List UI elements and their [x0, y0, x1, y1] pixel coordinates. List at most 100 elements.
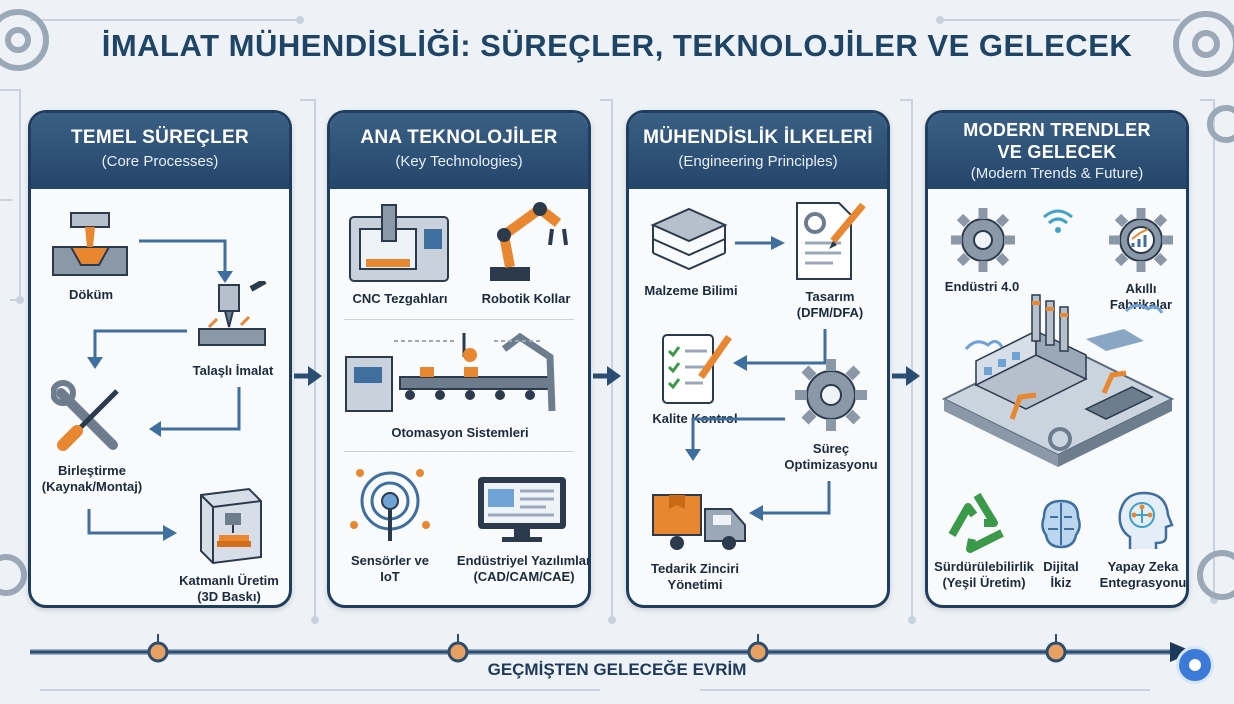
divider [344, 451, 574, 452]
machining-label: Talaşlı İmalat [192, 363, 274, 378]
casting-label: Döküm [68, 287, 114, 302]
panel-subtitle: (Core Processes) [101, 153, 219, 170]
floating-action-button[interactable] [1176, 646, 1214, 684]
digital-twin-brain-icon [1041, 499, 1081, 549]
process-gear-icon [795, 359, 867, 431]
timeline-label: GEÇMİŞTEN GELECEĞE EVRİM [487, 660, 747, 679]
recycle-icon [948, 492, 1004, 553]
design-label: Tasarım (DFM/DFA) [771, 289, 887, 321]
joining-label-line1: Birleştirme [58, 463, 126, 478]
timeline-node [147, 641, 169, 663]
software-label-line1: Endüstriyel Yazılımlar [456, 553, 591, 568]
design-label-line1: Tasarım [805, 289, 855, 304]
panel-header: ANA TEKNOLOJİLER (Key Technologies) [330, 113, 588, 189]
monitor-software-icon [478, 477, 566, 542]
panel-header: MÜHENDİSLİK İLKELERİ (Engineering Princi… [629, 113, 887, 189]
ai-label-line2: Entegrasyonu [1099, 575, 1187, 590]
software-label: Endüstriyel Yazılımlar (CAD/CAM/CAE) [454, 553, 591, 585]
panel-arrow [593, 366, 621, 386]
ai-label: Yapay Zeka Entegrasyonu [1096, 559, 1187, 591]
materials-label: Malzeme Bilimi [644, 283, 738, 298]
panel-title: ANA TEKNOLOJİLER [360, 127, 558, 148]
process-label-line2: Optimizasyonu [784, 457, 878, 472]
panel-subtitle: (Key Technologies) [395, 153, 523, 170]
panel-title: TEMEL SÜREÇLER [70, 127, 250, 148]
panel-title-line1: MODERN TRENDLER [963, 120, 1151, 140]
panel-subtitle: (Modern Trends & Future) [970, 165, 1144, 182]
sustainability-label-line1: Sürdürülebilirlik [934, 559, 1034, 574]
machining-icon [198, 281, 267, 346]
flow-arrow [749, 481, 831, 521]
flow-arrow [87, 329, 187, 369]
automation-label: Otomasyon Sistemleri [391, 425, 529, 440]
panel-key-technologies: ANA TEKNOLOJİLER (Key Technologies) CNC … [327, 110, 591, 608]
panel-modern-trends: MODERN TRENDLER VE GELECEK (Modern Trend… [925, 110, 1189, 608]
joining-label: Birleştirme (Kaynak/Montaj) [37, 463, 147, 495]
additive-label-line1: Katmanlı Üretim [179, 573, 279, 588]
ai-label-line1: Yapay Zeka [1107, 559, 1179, 574]
divider [344, 319, 574, 320]
ai-head-icon [1118, 491, 1174, 549]
industry-gear-icon [951, 208, 1015, 272]
robot-label: Robotik Kollar [481, 291, 571, 306]
flow-arrow [735, 236, 785, 250]
sensors-label: Sensörler ve IoT [344, 553, 436, 585]
sustainability-label: Sürdürülebilirlik (Yeşil Üretim) [928, 559, 1040, 591]
timeline-node [1045, 641, 1067, 663]
digital-twin-label: Dijital İkiz [1032, 559, 1090, 591]
panel-arrow [892, 366, 920, 386]
cnc-machine-icon [349, 204, 449, 282]
additive-label: Katmanlı Üretim (3D Baskı) [171, 573, 287, 605]
panel-header: TEMEL SÜREÇLER (Core Processes) [31, 113, 289, 189]
panel-arrow [294, 366, 322, 386]
digital-twin-label-line2: İkiz [1050, 575, 1072, 590]
flow-arrow [87, 509, 177, 541]
page-title: İMALAT MÜHENDİSLİĞİ: SÜREÇLER, TEKNOLOJİ… [101, 28, 1133, 63]
panel-core-processes: TEMEL SÜREÇLER (Core Processes) Döküm Ta… [28, 110, 292, 608]
robot-arm-icon [490, 202, 568, 281]
panel-subtitle: (Engineering Principles) [678, 153, 838, 170]
supply-label: Tedarik Zinciri Yönetimi [633, 561, 757, 593]
sustainability-label-line2: (Yeşil Üretim) [942, 575, 1026, 590]
cnc-label: CNC Tezgahları [352, 291, 448, 306]
design-document-icon [796, 202, 866, 280]
process-label: Süreç Optimizasyonu [769, 441, 887, 473]
timeline-node [447, 641, 469, 663]
gear-icon [0, 9, 49, 71]
software-label-line2: (CAD/CAM/CAE) [473, 569, 575, 584]
conveyor-automation-icon [345, 332, 556, 412]
panel-title: MÜHENDİSLİK İLKELERİ [643, 127, 873, 148]
panel-title-line2: VE GELECEK [997, 142, 1117, 162]
panel-title: MODERN TRENDLER VE GELECEK [928, 119, 1186, 163]
sensors-label-line1: Sensörler ve [350, 553, 430, 568]
joining-label-line2: (Kaynak/Montaj) [41, 479, 143, 494]
flow-arrow [733, 329, 827, 371]
smart-label-line1: Akıllı [1125, 281, 1157, 296]
sensor-iot-icon [350, 469, 430, 541]
supply-label-line1: Tedarik Zinciri [651, 561, 739, 576]
delivery-truck-icon [652, 494, 746, 550]
casting-icon [52, 212, 128, 276]
3d-printer-icon [200, 487, 262, 565]
additive-label-line2: (3D Baskı) [197, 589, 261, 604]
process-label-line1: Süreç [812, 441, 850, 456]
sensors-label-line2: IoT [380, 569, 400, 584]
flow-arrow [685, 417, 785, 461]
timeline-node [747, 641, 769, 663]
industry-label: Endüstri 4.0 [944, 279, 1020, 294]
material-layers-icon [650, 207, 728, 271]
quality-checklist-icon [662, 334, 732, 404]
design-label-line2: (DFM/DFA) [796, 305, 864, 320]
digital-twin-label-line1: Dijital [1043, 559, 1079, 574]
supply-label-line2: Yönetimi [667, 577, 723, 592]
wifi-icon [1043, 209, 1073, 233]
flow-arrow [139, 239, 233, 283]
evolution-timeline [30, 634, 1194, 663]
wrench-screwdriver-icon [51, 380, 119, 451]
smart-factory-illustration [941, 294, 1175, 467]
panel-header: MODERN TRENDLER VE GELECEK (Modern Trend… [928, 113, 1186, 189]
panel-engineering-principles: MÜHENDİSLİK İLKELERİ (Engineering Princi… [626, 110, 890, 608]
flow-arrow [149, 387, 241, 437]
smart-gear-chart-icon [1109, 208, 1173, 272]
